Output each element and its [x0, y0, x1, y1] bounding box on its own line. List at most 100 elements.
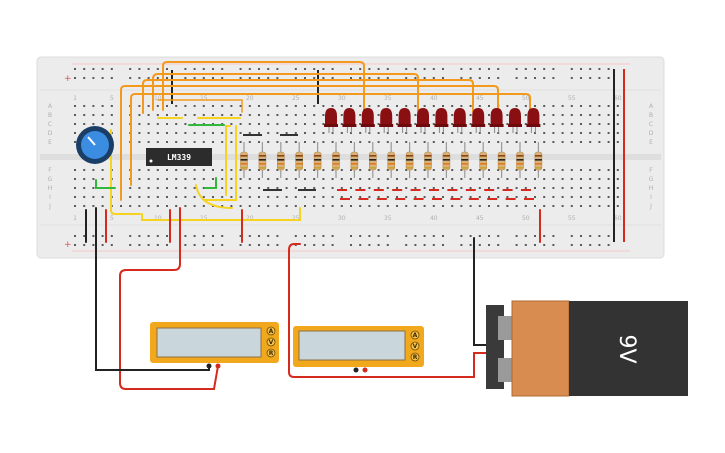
breadboard-hole[interactable]: [285, 187, 288, 189]
breadboard-hole[interactable]: [248, 205, 251, 207]
breadboard-hole[interactable]: [386, 105, 389, 107]
rail-hole[interactable]: [442, 77, 444, 79]
breadboard-hole[interactable]: [340, 123, 343, 125]
breadboard-hole[interactable]: [267, 123, 270, 125]
breadboard-hole[interactable]: [166, 123, 168, 125]
rail-hole[interactable]: [110, 244, 113, 246]
breadboard-hole[interactable]: [92, 205, 95, 207]
breadboard-hole[interactable]: [138, 141, 141, 143]
rail-hole[interactable]: [570, 68, 573, 70]
rail-hole[interactable]: [478, 77, 481, 79]
rail-hole[interactable]: [432, 77, 435, 79]
breadboard-hole[interactable]: [267, 205, 270, 207]
breadboard-hole[interactable]: [101, 169, 104, 171]
rail-hole[interactable]: [442, 244, 444, 246]
breadboard-hole[interactable]: [313, 105, 316, 107]
breadboard-hole[interactable]: [294, 105, 297, 107]
rail-hole[interactable]: [221, 244, 224, 246]
rail-hole[interactable]: [193, 235, 196, 237]
breadboard-hole[interactable]: [193, 132, 196, 134]
breadboard-hole[interactable]: [248, 178, 251, 180]
rail-hole[interactable]: [460, 77, 463, 79]
rail-hole[interactable]: [193, 68, 196, 70]
breadboard-hole[interactable]: [552, 114, 555, 116]
breadboard-hole[interactable]: [276, 187, 279, 189]
breadboard-hole[interactable]: [138, 132, 141, 134]
breadboard-hole[interactable]: [423, 178, 426, 180]
breadboard-hole[interactable]: [258, 187, 260, 189]
breadboard-hole[interactable]: [258, 196, 260, 198]
breadboard-hole[interactable]: [580, 123, 582, 125]
breadboard-hole[interactable]: [156, 187, 159, 189]
breadboard-hole[interactable]: [175, 132, 178, 134]
breadboard-hole[interactable]: [230, 205, 233, 207]
breadboard-hole[interactable]: [488, 205, 490, 207]
breadboard-hole[interactable]: [386, 178, 389, 180]
breadboard-hole[interactable]: [414, 205, 417, 207]
rail-hole[interactable]: [258, 235, 260, 237]
rail-hole[interactable]: [432, 68, 435, 70]
rail-hole[interactable]: [239, 244, 242, 246]
breadboard-hole[interactable]: [515, 196, 518, 198]
breadboard-hole[interactable]: [396, 132, 398, 134]
rail-hole[interactable]: [469, 68, 472, 70]
breadboard-hole[interactable]: [74, 196, 76, 198]
rail-hole[interactable]: [497, 68, 500, 70]
breadboard-hole[interactable]: [322, 141, 325, 143]
breadboard-hole[interactable]: [515, 187, 518, 189]
breadboard-hole[interactable]: [147, 114, 150, 116]
led[interactable]: [379, 108, 394, 133]
breadboard-hole[interactable]: [258, 205, 260, 207]
rail-hole[interactable]: [405, 235, 408, 237]
rail-hole[interactable]: [129, 235, 132, 237]
rail-hole[interactable]: [248, 68, 251, 70]
breadboard-hole[interactable]: [405, 169, 408, 171]
rail-hole[interactable]: [534, 235, 536, 237]
breadboard-hole[interactable]: [239, 114, 242, 116]
rail-hole[interactable]: [322, 68, 325, 70]
breadboard-hole[interactable]: [570, 169, 573, 171]
rail-hole[interactable]: [239, 235, 242, 237]
rail-hole[interactable]: [442, 235, 444, 237]
rail-hole[interactable]: [515, 77, 518, 79]
breadboard-hole[interactable]: [221, 169, 224, 171]
breadboard-hole[interactable]: [488, 187, 490, 189]
breadboard-hole[interactable]: [432, 196, 435, 198]
resistor[interactable]: [424, 142, 432, 178]
breadboard-hole[interactable]: [368, 141, 371, 143]
breadboard-hole[interactable]: [304, 132, 306, 134]
rail-hole[interactable]: [552, 68, 555, 70]
breadboard-hole[interactable]: [313, 141, 316, 143]
breadboard-hole[interactable]: [561, 141, 564, 143]
rail-hole[interactable]: [267, 77, 270, 79]
rail-hole[interactable]: [212, 244, 214, 246]
rail-hole[interactable]: [377, 77, 380, 79]
breadboard-hole[interactable]: [267, 169, 270, 171]
rail-hole[interactable]: [248, 77, 251, 79]
breadboard-hole[interactable]: [74, 105, 76, 107]
multimeter-1-button-v[interactable]: [266, 337, 276, 347]
resistor[interactable]: [516, 142, 524, 178]
breadboard-hole[interactable]: [506, 132, 509, 134]
rail-hole[interactable]: [147, 244, 150, 246]
breadboard-hole[interactable]: [276, 169, 279, 171]
breadboard-hole[interactable]: [239, 205, 242, 207]
breadboard-hole[interactable]: [561, 105, 564, 107]
rail-hole[interactable]: [212, 235, 214, 237]
rail-hole[interactable]: [598, 235, 601, 237]
breadboard-hole[interactable]: [359, 205, 362, 207]
breadboard-hole[interactable]: [469, 114, 472, 116]
rail-hole[interactable]: [488, 244, 490, 246]
breadboard-hole[interactable]: [469, 169, 472, 171]
breadboard-hole[interactable]: [258, 114, 260, 116]
breadboard-hole[interactable]: [414, 169, 417, 171]
breadboard-hole[interactable]: [313, 187, 316, 189]
breadboard-hole[interactable]: [488, 105, 490, 107]
breadboard-hole[interactable]: [304, 114, 306, 116]
breadboard-hole[interactable]: [359, 178, 362, 180]
resistor[interactable]: [258, 142, 267, 178]
potentiometer[interactable]: [76, 126, 114, 165]
rail-hole[interactable]: [543, 244, 546, 246]
breadboard-hole[interactable]: [110, 105, 113, 107]
breadboard-hole[interactable]: [322, 205, 325, 207]
